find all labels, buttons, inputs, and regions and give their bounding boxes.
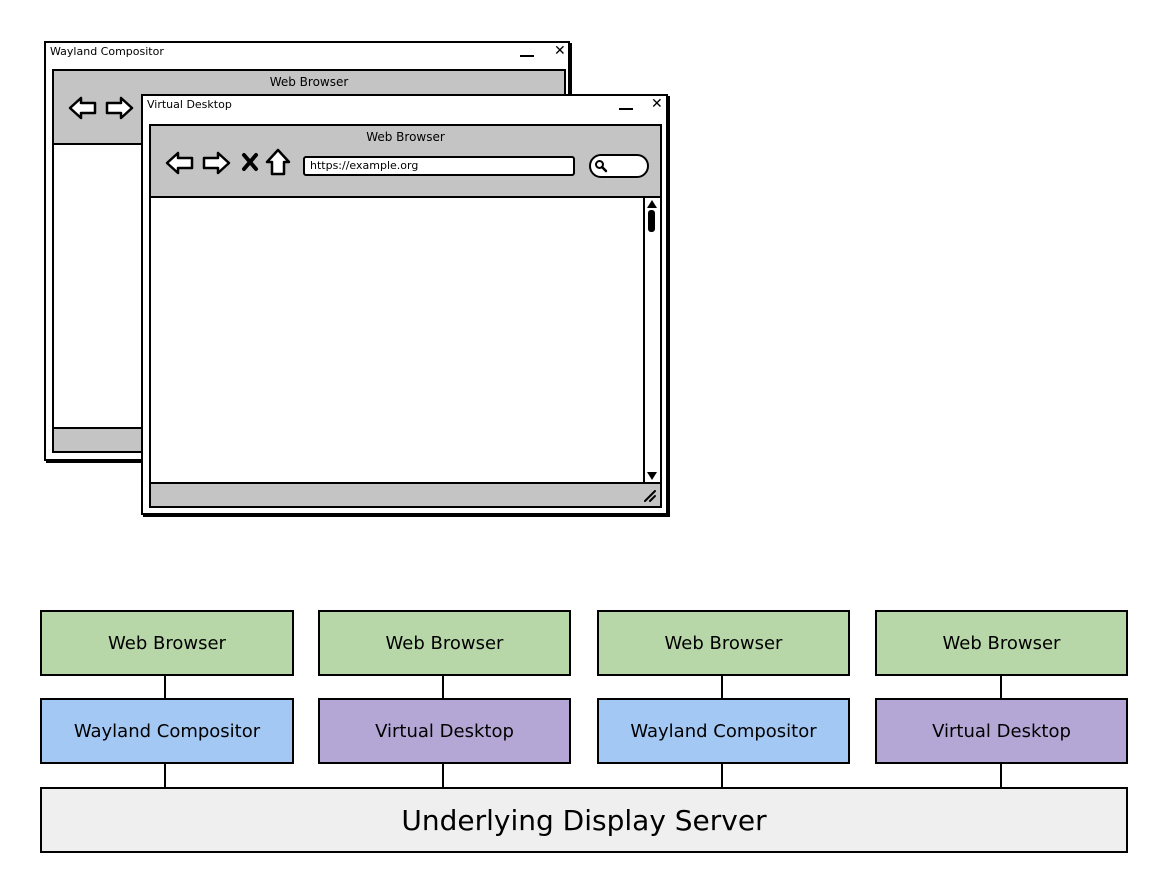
connector-line — [164, 676, 166, 698]
window-title: Wayland Compositor — [50, 45, 164, 58]
connector-line — [442, 764, 444, 787]
back-arrow-icon[interactable] — [68, 95, 98, 121]
connector-line — [721, 676, 723, 698]
layer-box: Virtual Desktop — [318, 698, 571, 764]
vertical-scrollbar[interactable] — [643, 198, 660, 482]
connector-line — [164, 764, 166, 787]
scroll-thumb[interactable] — [648, 210, 655, 232]
minimize-button[interactable] — [619, 96, 633, 110]
layer-box: Wayland Compositor — [597, 698, 850, 764]
virtual-desktop-window: Virtual Desktop ✕ Web Browser https://ex… — [141, 94, 668, 515]
app-box: Web Browser — [318, 610, 571, 676]
search-icon — [595, 160, 608, 173]
forward-arrow-icon[interactable] — [104, 95, 134, 121]
connector-line — [1000, 764, 1002, 787]
stop-icon[interactable] — [241, 152, 259, 172]
minimize-button[interactable] — [520, 43, 534, 57]
resize-grip-icon[interactable] — [642, 488, 656, 502]
connector-line — [1000, 676, 1002, 698]
url-input[interactable]: https://example.org — [303, 156, 575, 176]
connector-line — [721, 764, 723, 787]
scroll-up-icon[interactable] — [646, 199, 658, 209]
app-box: Web Browser — [597, 610, 850, 676]
app-box: Web Browser — [40, 610, 294, 676]
search-input[interactable] — [589, 154, 649, 178]
display-server-box: Underlying Display Server — [40, 787, 1128, 853]
app-box: Web Browser — [875, 610, 1128, 676]
browser-window: Web Browser https://example.org — [149, 124, 662, 508]
close-button[interactable]: ✕ — [651, 96, 663, 112]
browser-content — [151, 196, 660, 484]
layer-box: Virtual Desktop — [875, 698, 1128, 764]
back-arrow-icon[interactable] — [165, 150, 195, 176]
close-button[interactable]: ✕ — [554, 43, 566, 59]
scroll-down-icon[interactable] — [646, 471, 658, 481]
layer-box: Wayland Compositor — [40, 698, 294, 764]
connector-line — [442, 676, 444, 698]
browser-title: Web Browser — [269, 75, 349, 89]
forward-arrow-icon[interactable] — [201, 150, 231, 176]
window-title: Virtual Desktop — [147, 98, 232, 111]
browser-title: Web Browser — [366, 130, 445, 144]
home-icon[interactable] — [265, 148, 291, 176]
